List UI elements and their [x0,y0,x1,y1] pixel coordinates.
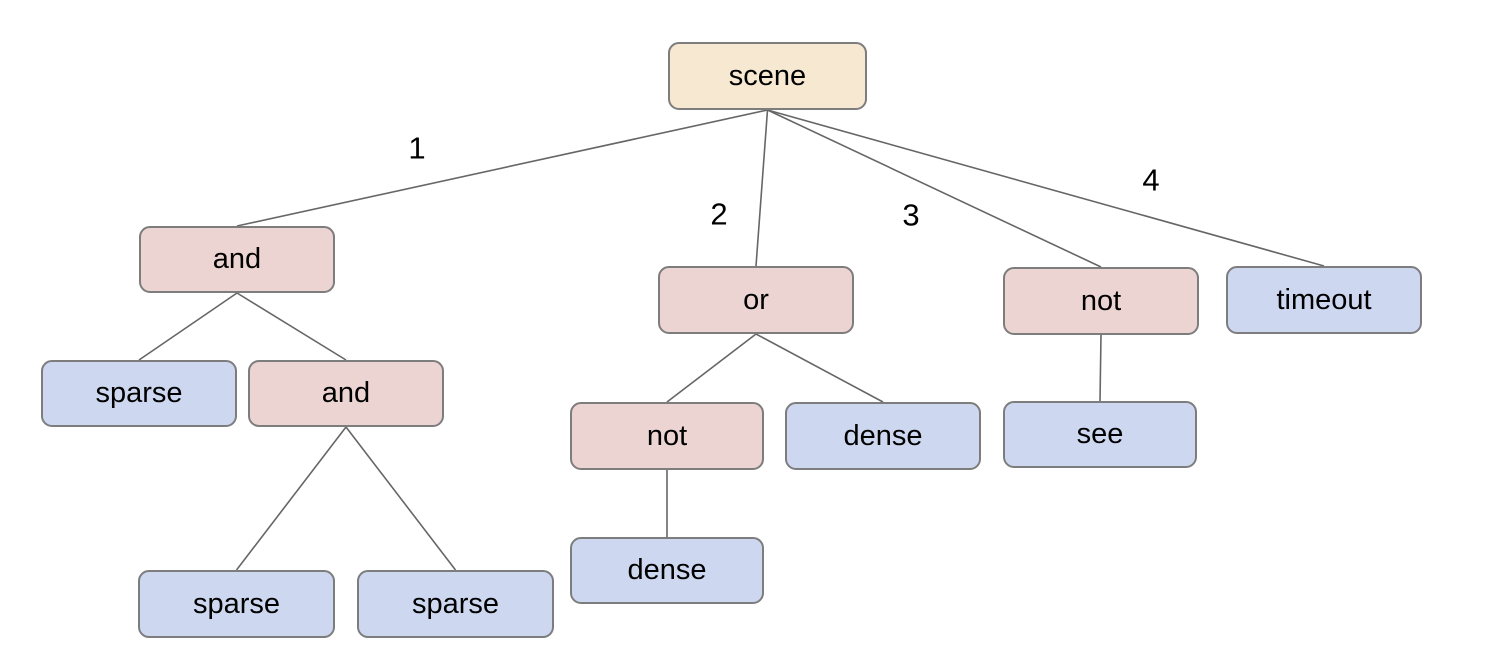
edge-and1-to-and2 [236,292,347,361]
node-label: scene [728,59,807,92]
edge-not-r-to-see [1099,334,1102,402]
tree-node-timeout: timeout [1226,266,1422,334]
node-label: and [212,243,262,275]
edge-or1-to-dense-a [755,333,884,403]
node-label: dense [627,554,707,586]
node-label: and [321,377,371,409]
edge-and1-to-sparse-a [138,292,238,361]
node-label: timeout [1276,283,1372,316]
edge-label-4: 4 [1142,163,1159,198]
node-label: sparse [95,377,183,409]
node-label: or [743,283,769,316]
edge-label-2: 2 [710,197,727,232]
node-label: sparse [411,587,500,620]
tree-node-not-m: not [570,402,764,470]
edge-scene-to-timeout [767,109,1325,267]
tree-node-not-r: not [1003,267,1199,335]
node-label: dense [843,419,923,452]
edge-scene-to-and1 [236,109,768,227]
edge-scene-to-or1 [755,109,769,267]
node-label: not [1080,284,1122,317]
node-label: see [1076,418,1124,450]
tree-node-sparse-a: sparse [41,360,237,427]
edge-or1-to-not-m [666,333,757,403]
node-label: not [646,419,688,452]
tree-node-dense-b: dense [570,537,764,604]
tree-node-or1: or [658,266,854,334]
edge-and2-to-sparse-c [345,426,457,571]
node-label: sparse [192,587,281,620]
tree-node-and1: and [139,226,335,293]
tree-node-see: see [1003,401,1197,468]
edge-label-3: 3 [902,198,919,233]
edge-and2-to-sparse-b [235,426,347,571]
tree-node-sparse-c: sparse [357,570,554,638]
edge-scene-to-not-r [767,109,1102,268]
tree-node-sparse-b: sparse [138,570,335,638]
edge-label-1: 1 [408,131,425,166]
tree-node-scene: scene [668,42,867,110]
tree-node-dense-a: dense [785,402,981,470]
tree-node-and2: and [248,360,444,427]
